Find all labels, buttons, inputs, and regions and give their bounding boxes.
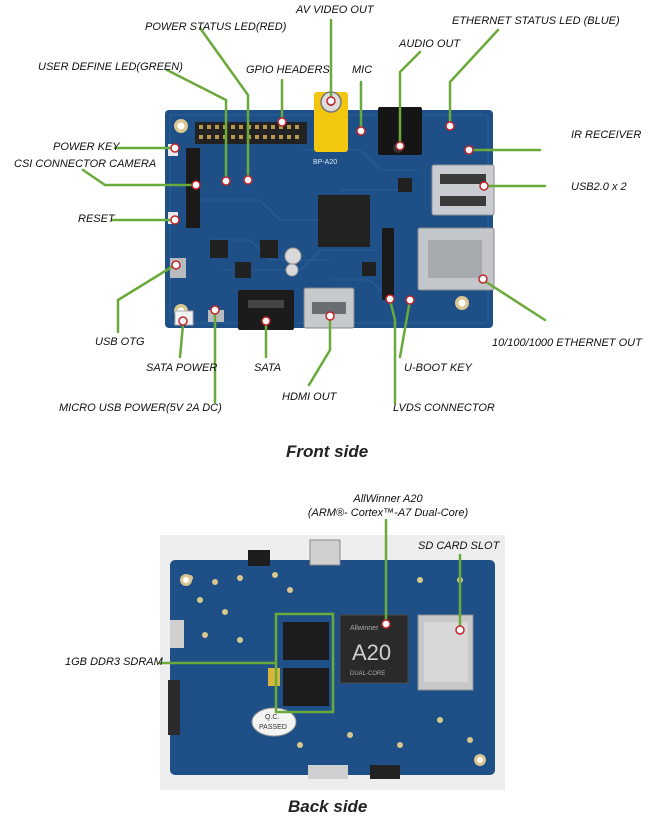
label-av-video-out: AV VIDEO OUT <box>296 4 374 16</box>
label-micro-usb-power: MICRO USB POWER(5V 2A DC) <box>59 402 222 414</box>
soc-chip-sub: DUAL-CORE <box>350 671 385 677</box>
qc-line1: Q.C. <box>265 714 279 721</box>
marker-av-video <box>326 96 336 106</box>
label-usb-otg: USB OTG <box>95 336 145 348</box>
label-sata-power: SATA POWER <box>146 362 218 374</box>
label-soc-line1: AllWinner A20 <box>353 493 423 505</box>
label-soc-line2: (ARM®- Cortex™-A7 Dual-Core) <box>307 507 469 519</box>
marker-usb <box>479 181 489 191</box>
qc-sticker <box>251 707 297 737</box>
soc-chip-brand: Allwinner <box>350 625 379 632</box>
marker-ethernet-out <box>478 274 488 284</box>
soc-chip <box>339 614 409 684</box>
marker-csi <box>191 180 201 190</box>
marker-sd-card <box>455 625 465 635</box>
label-lvds-connector: LVDS CONNECTOR <box>393 402 495 414</box>
qc-line2: PASSED <box>259 724 287 731</box>
marker-audio <box>395 141 405 151</box>
label-ethernet-out: 10/100/1000 ETHERNET OUT <box>492 337 642 349</box>
front-chip-large <box>318 195 370 247</box>
marker-reset <box>170 215 180 225</box>
marker-hdmi <box>325 311 335 321</box>
label-uboot-key: U-BOOT KEY <box>404 362 472 374</box>
marker-ethernet-led <box>445 121 455 131</box>
label-ethernet-status-led: ETHERNET STATUS LED (BLUE) <box>452 15 620 27</box>
marker-user-led <box>221 176 231 186</box>
marker-micro-usb <box>210 305 220 315</box>
label-hdmi-out: HDMI OUT <box>282 391 337 403</box>
sdram-chip-1 <box>283 622 329 660</box>
sdram-chip-2 <box>283 668 329 706</box>
caption-front-side: Front side <box>286 442 369 461</box>
marker-lvds <box>385 294 395 304</box>
label-sd-card-slot: SD CARD SLOT <box>418 540 500 552</box>
marker-usb-otg <box>171 260 181 270</box>
marker-gpio <box>277 117 287 127</box>
marker-soc <box>381 619 391 629</box>
label-mic: MIC <box>352 64 373 76</box>
soc-chip-name: A20 <box>352 640 391 665</box>
label-usb20: USB2.0 x 2 <box>571 181 627 193</box>
label-sdram: 1GB DDR3 SDRAM <box>65 656 163 668</box>
marker-power-key <box>170 143 180 153</box>
label-gpio-headers: GPIO HEADERS <box>246 64 330 76</box>
label-power-key: POWER KEY <box>53 141 120 153</box>
label-power-status-led: POWER STATUS LED(RED) <box>145 21 287 33</box>
marker-uboot <box>405 295 415 305</box>
label-csi-connector: CSI CONNECTOR CAMERA <box>14 158 157 170</box>
marker-sata <box>261 316 271 326</box>
label-audio-out: AUDIO OUT <box>399 38 461 50</box>
marker-sata-power <box>178 316 188 326</box>
label-user-define-led: USER DEFINE LED(GREEN) <box>38 61 183 73</box>
marker-power-status-led <box>243 175 253 185</box>
label-ir-receiver: IR RECEIVER <box>571 129 642 141</box>
label-sata: SATA <box>254 362 282 374</box>
caption-back-side: Back side <box>288 797 368 816</box>
board-model-text: BP-A20 <box>313 159 337 166</box>
marker-ir <box>464 145 474 155</box>
lvds-connector <box>382 228 394 300</box>
marker-mic <box>356 126 366 136</box>
label-reset: RESET <box>78 213 115 225</box>
